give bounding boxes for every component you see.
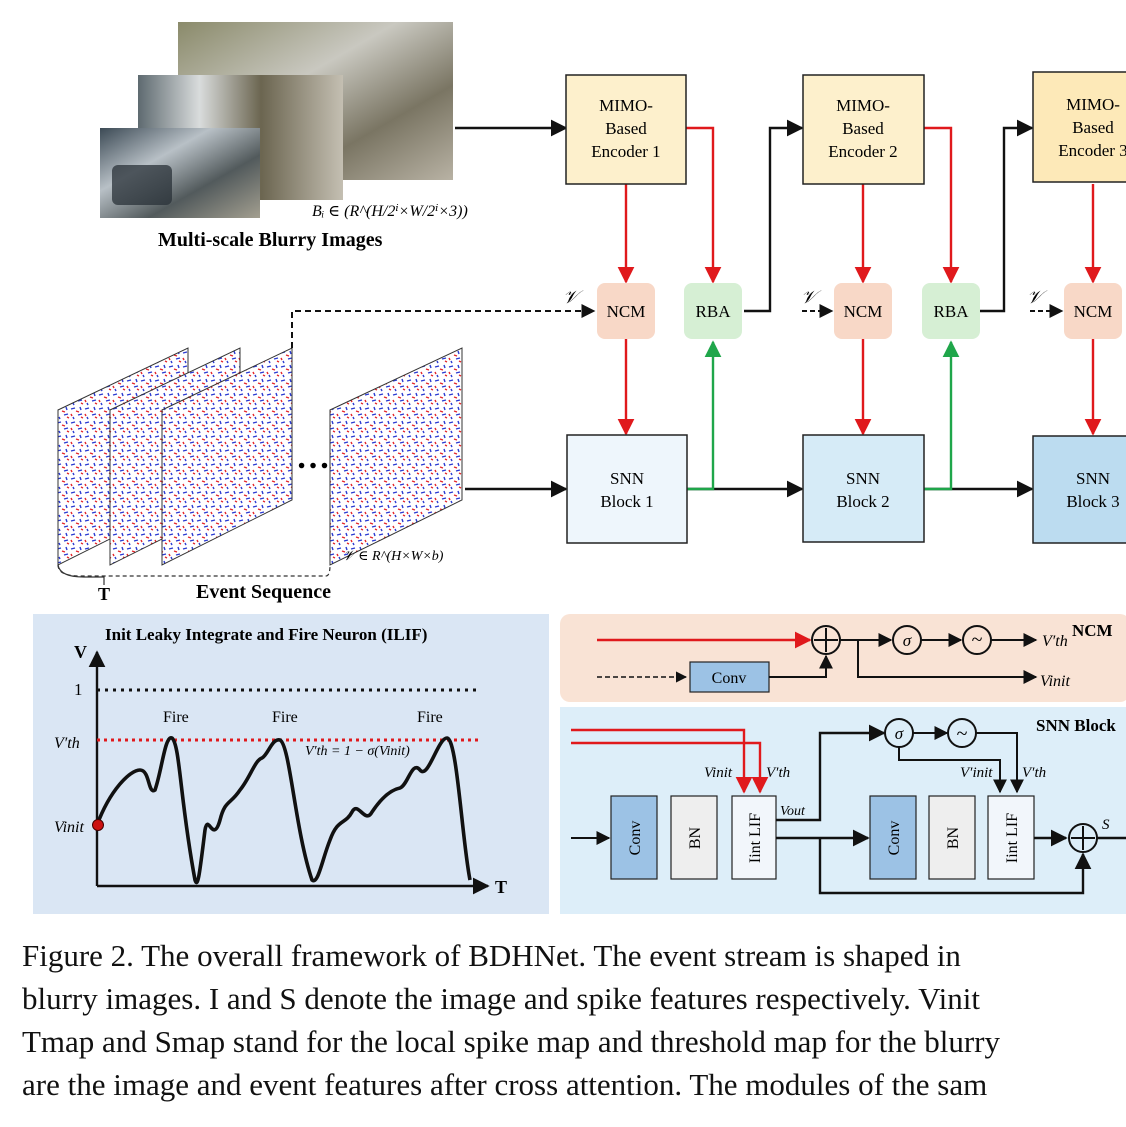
svg-text:Block 2: Block 2	[836, 492, 889, 511]
svg-text:Vinit: Vinit	[704, 765, 733, 781]
frames-ellipsis: …	[296, 439, 330, 476]
svg-text:S: S	[1102, 817, 1110, 833]
svg-text:Based: Based	[605, 119, 647, 138]
encoder-3: MIMO- Based Encoder 3	[1032, 71, 1126, 183]
svg-text:Vinit: Vinit	[1040, 673, 1070, 690]
vth-label: V′th	[54, 735, 80, 752]
event-formula: 𝒱 ∈ R^(H×W×b)	[343, 549, 444, 564]
svg-text:σ: σ	[903, 631, 912, 650]
snn-lif-1	[731, 795, 777, 880]
blurry-images-label: Multi-scale Blurry Images	[158, 229, 383, 251]
event-T-label: T	[98, 584, 110, 604]
ncm-conv-block	[689, 661, 770, 693]
snn-block-1: SNN Block 1	[566, 434, 688, 544]
axis-t-label: T	[495, 877, 507, 897]
svg-text:RBA: RBA	[934, 302, 970, 321]
svg-text:Encoder 2: Encoder 2	[828, 142, 897, 161]
ilif-panel: Init Leaky Integrate and Fire Neuron (IL…	[33, 614, 549, 914]
ncm-block-3: NCM	[1064, 283, 1122, 339]
ncm-panel: NCM Conv σ ~ V′th Vinit	[560, 614, 1126, 702]
svg-text:BN: BN	[945, 826, 962, 849]
svg-text:MIMO-: MIMO-	[1066, 95, 1120, 114]
ncm-panel-title: NCM	[1072, 621, 1113, 640]
snn-panel-title: SNN Block	[1036, 716, 1116, 735]
svg-text:Block 1: Block 1	[600, 492, 653, 511]
svg-text:σ: σ	[895, 724, 904, 743]
svg-text:Block 3: Block 3	[1066, 492, 1119, 511]
svg-text:SNN: SNN	[1076, 469, 1110, 488]
v-symbol-2: 𝒱	[801, 287, 822, 307]
snn-conv-1	[610, 795, 658, 880]
snn-block-3: SNN Block 3	[1032, 435, 1126, 544]
svg-text:Based: Based	[842, 119, 884, 138]
rba-block-1: RBA	[684, 283, 742, 339]
svg-text:Encoder 3: Encoder 3	[1058, 141, 1126, 160]
event-frames	[57, 347, 463, 566]
encoder-2: MIMO- Based Encoder 2	[802, 74, 925, 185]
axis-v-label: V	[74, 642, 87, 662]
red-arrows	[617, 126, 1102, 436]
svg-text:V′th: V′th	[1042, 633, 1068, 650]
svg-text:~: ~	[972, 629, 983, 651]
caption-line-3: Tmap and Smap stand for the local spike …	[22, 1024, 1000, 1059]
svg-text:Conv: Conv	[712, 670, 747, 687]
svg-text:Conv: Conv	[886, 821, 903, 856]
vinit-label: Vinit	[54, 819, 84, 836]
encoder-1: MIMO- Based Encoder 1	[565, 74, 687, 185]
snn-bn-1	[670, 795, 718, 880]
snn-block-2: SNN Block 2	[802, 434, 925, 543]
svg-text:Conv: Conv	[627, 821, 644, 856]
svg-text:SNN: SNN	[610, 469, 644, 488]
blurry-images-stack	[100, 22, 453, 218]
snn-bn-2	[928, 795, 976, 880]
svg-text:Encoder 1: Encoder 1	[591, 142, 660, 161]
snn-conv-2	[869, 795, 917, 880]
rba-block-2: RBA	[922, 283, 980, 339]
vinit-point	[92, 819, 104, 831]
v-symbol-3: 𝒱	[1027, 287, 1048, 307]
svg-text:MIMO-: MIMO-	[836, 96, 890, 115]
green-arrows	[686, 340, 960, 491]
figure-caption: Figure 2. The overall framework of BDHNe…	[22, 934, 1126, 1106]
svg-text:NCM: NCM	[844, 302, 883, 321]
snn-block-panel: SNN Block Vinit V′th Conv BN Iint LIF Vo…	[560, 707, 1126, 914]
svg-text:V′th: V′th	[766, 765, 790, 781]
caption-line-1: Figure 2. The overall framework of BDHNe…	[22, 938, 961, 973]
membrane-potential-curve	[95, 736, 472, 885]
svg-text:~: ~	[957, 723, 968, 745]
vth-formula: V′th = 1 − σ(Vinit)	[305, 744, 410, 759]
svg-text:Iint LIF: Iint LIF	[1004, 813, 1021, 863]
svg-text:SNN: SNN	[846, 469, 880, 488]
ncm-block-1: NCM	[597, 283, 655, 339]
ilif-title: Init Leaky Integrate and Fire Neuron (IL…	[105, 625, 427, 644]
fire-label-1: Fire	[163, 709, 189, 726]
svg-text:NCM: NCM	[1074, 302, 1113, 321]
fire-label-2: Fire	[272, 709, 298, 726]
caption-line-2: blurry images. I and S denote the image …	[22, 981, 980, 1016]
svg-text:BN: BN	[687, 826, 704, 849]
svg-text:V′th: V′th	[1022, 765, 1046, 781]
snn-lif-2	[987, 795, 1035, 880]
svg-text:Based: Based	[1072, 118, 1114, 137]
svg-text:Iint LIF: Iint LIF	[747, 813, 764, 863]
svg-text:RBA: RBA	[696, 302, 732, 321]
svg-text:NCM: NCM	[607, 302, 646, 321]
svg-text:MIMO-: MIMO-	[599, 96, 653, 115]
ncm-block-2: NCM	[834, 283, 892, 339]
svg-text:Vout: Vout	[780, 804, 806, 819]
event-sequence-label: Event Sequence	[196, 581, 331, 603]
caption-line-4: are the image and event features after c…	[22, 1067, 988, 1102]
threshold-one-label: 1	[74, 680, 83, 699]
diagram-canvas: Bᵢ ∈ (R^(H/2ⁱ×W/2ⁱ×3)) Multi-scale Blurr…	[33, 22, 1126, 914]
v-symbol-1: 𝒱	[563, 287, 584, 307]
fire-label-3: Fire	[417, 709, 443, 726]
svg-text:V′init: V′init	[960, 765, 993, 781]
blurry-formula: Bᵢ ∈ (R^(H/2ⁱ×W/2ⁱ×3))	[312, 203, 468, 220]
